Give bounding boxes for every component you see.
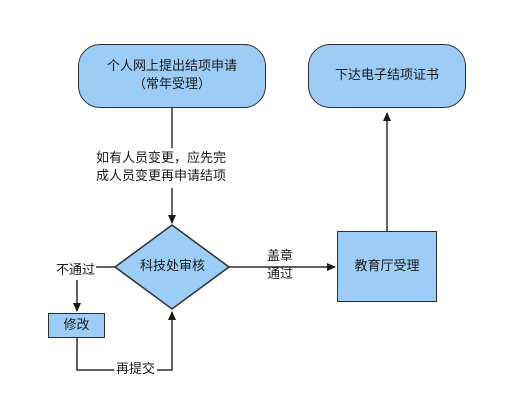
edu-dept-label: 教育厅受理 xyxy=(354,258,420,274)
apply-node-line1: 个人网上提出结项申请 xyxy=(106,59,237,74)
apply-node: 个人网上提出结项申请 （常年受理） xyxy=(78,44,266,108)
personnel-change-note: 如有人员变更，应先完 成人员变更再申请结项 xyxy=(96,148,227,188)
edu-dept-node: 教育厅受理 xyxy=(337,231,437,302)
modify-node: 修改 xyxy=(48,313,105,338)
apply-node-line2: （常年受理） xyxy=(132,77,211,92)
resubmit-label: 再提交 xyxy=(114,361,158,379)
stamp-pass-label: 盖章 通过 xyxy=(267,248,293,284)
stamp-pass-line1: 盖章 xyxy=(267,249,294,264)
review-node-label: 科技处审核 xyxy=(140,259,206,274)
not-pass-label: 不通过 xyxy=(55,262,97,280)
stamp-pass-line2: 通过 xyxy=(267,267,294,282)
modify-label: 修改 xyxy=(63,317,90,333)
personnel-change-note-line1: 如有人员变更，应先完 xyxy=(96,151,227,166)
issue-cert-node: 下达电子结项证书 xyxy=(308,44,466,108)
review-diamond-shape xyxy=(113,224,231,310)
issue-cert-label: 下达电子结项证书 xyxy=(334,68,439,83)
personnel-change-note-line2: 成人员变更再申请结项 xyxy=(96,169,227,184)
